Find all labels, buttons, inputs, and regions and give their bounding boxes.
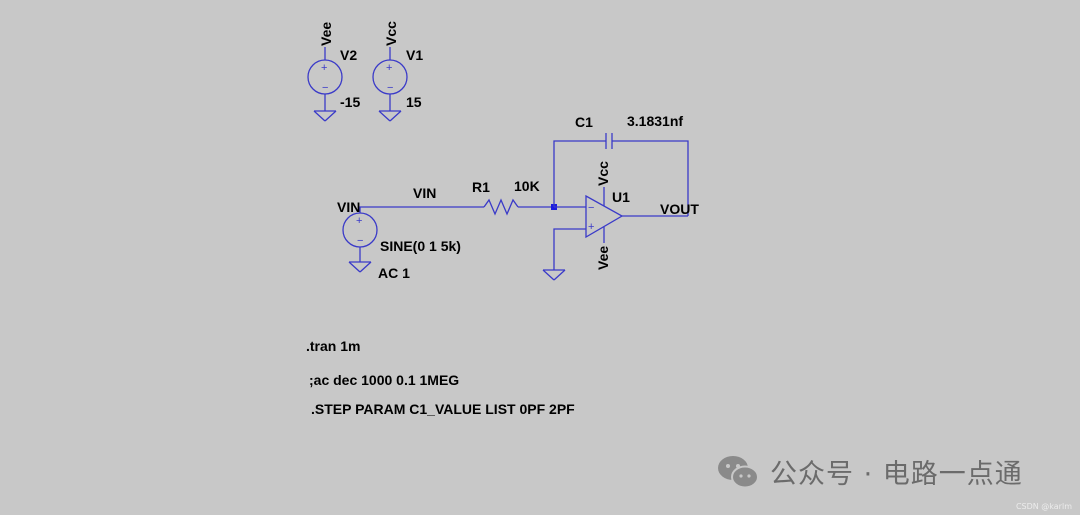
ground-symbol-v1 xyxy=(378,110,402,122)
wire-vin xyxy=(359,206,484,213)
svg-text:+: + xyxy=(588,221,594,233)
ground-symbol-vin xyxy=(348,261,372,273)
ground-symbol-v2 xyxy=(313,110,337,122)
v2-name-label: V2 xyxy=(340,47,357,63)
c1-value-label: 3.1831nf xyxy=(627,113,683,129)
u1-vee-label: Vee xyxy=(595,246,611,270)
wire-feedback-left xyxy=(553,140,606,207)
watermark-text: 公众号 · 电路一点通 xyxy=(770,459,1023,490)
v1-net-label: Vcc xyxy=(383,21,399,46)
voltage-source-vin[interactable]: + − xyxy=(342,212,378,262)
vin-sine-label: SINE(0 1 5k) xyxy=(380,238,461,254)
vin-wire-label: VIN xyxy=(413,185,436,201)
directive-tran[interactable]: .tran 1m xyxy=(306,338,361,354)
voltage-source-v1[interactable]: + − xyxy=(372,47,408,111)
v2-net-label: Vee xyxy=(318,22,334,46)
vin-ac-label: AC 1 xyxy=(378,265,410,281)
u1-vcc-label: Vcc xyxy=(595,161,611,186)
v1-value-label: 15 xyxy=(406,94,422,110)
ground-symbol-noninverting xyxy=(542,269,566,281)
corner-watermark: CSDN @karlm xyxy=(1015,502,1072,511)
v1-name-label: V1 xyxy=(406,47,423,63)
wire-noninverting-input xyxy=(553,228,586,270)
svg-text:+: + xyxy=(321,62,327,74)
svg-text:−: − xyxy=(357,235,363,247)
v2-value-label: -15 xyxy=(340,94,360,110)
u1-name-label: U1 xyxy=(612,189,630,205)
svg-text:−: − xyxy=(588,202,594,214)
vin-source-label: VIN xyxy=(337,199,360,215)
r1-name-label: R1 xyxy=(472,179,490,195)
watermark: 公众号 · 电路一点通 xyxy=(716,452,1023,491)
directive-step[interactable]: .STEP PARAM C1_VALUE LIST 0PF 2PF xyxy=(311,401,575,417)
capacitor-c1[interactable] xyxy=(605,133,613,149)
svg-text:+: + xyxy=(386,62,392,74)
directive-ac[interactable]: ;ac dec 1000 0.1 1MEG xyxy=(309,372,460,388)
wechat-icon xyxy=(718,455,759,488)
svg-text:−: − xyxy=(387,82,393,94)
r1-value-label: 10K xyxy=(514,178,540,194)
svg-text:−: − xyxy=(322,82,328,94)
c1-name-label: C1 xyxy=(575,114,593,130)
voltage-source-v2[interactable]: + − xyxy=(307,47,343,111)
svg-text:+: + xyxy=(356,215,362,227)
resistor-r1[interactable] xyxy=(483,198,519,216)
vout-label: VOUT xyxy=(660,201,699,217)
wire-feedback-right xyxy=(612,140,689,216)
